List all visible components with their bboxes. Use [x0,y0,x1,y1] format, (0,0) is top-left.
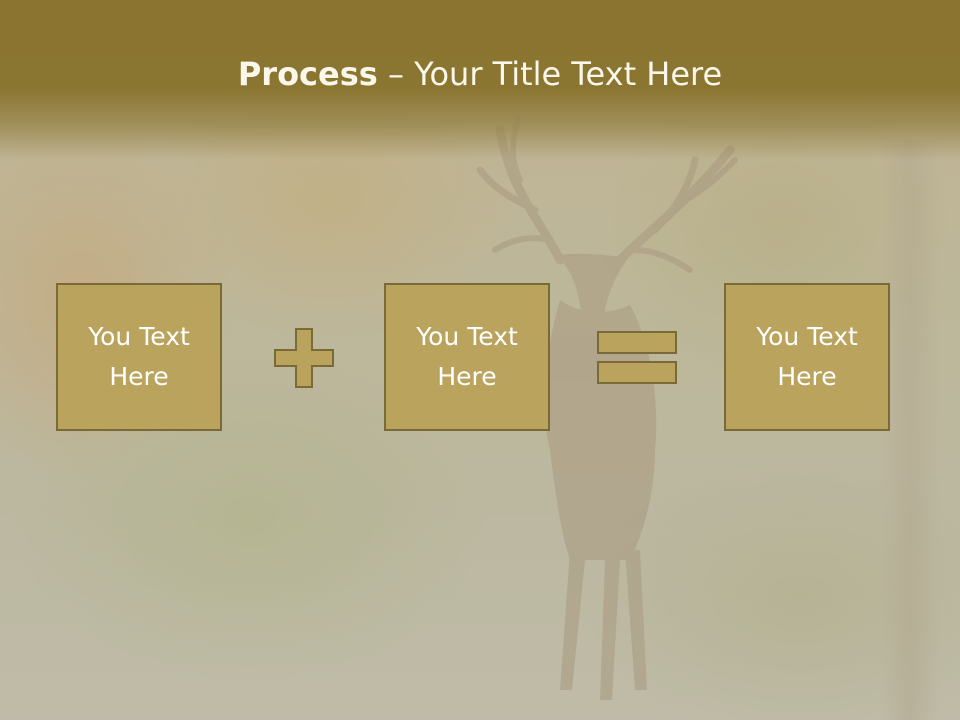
title-bold-text: Process [237,55,378,93]
slide-title: Process – Your Title Text Here [0,50,960,98]
title-rest-text: – Your Title Text Here [377,55,723,93]
equals-icon [597,331,677,384]
process-box-1[interactable]: You Text Here [56,283,222,431]
background-stag-silhouette [476,117,738,700]
process-box-1-text: You Text Here [88,322,190,391]
process-box-2[interactable]: You Text Here [384,283,550,431]
background-tree-trunk [880,140,940,720]
plus-icon [274,328,334,388]
title-band [0,0,960,160]
process-box-2-text: You Text Here [416,322,518,391]
process-box-3[interactable]: You Text Here [724,283,890,431]
process-box-3-text: You Text Here [756,322,858,391]
